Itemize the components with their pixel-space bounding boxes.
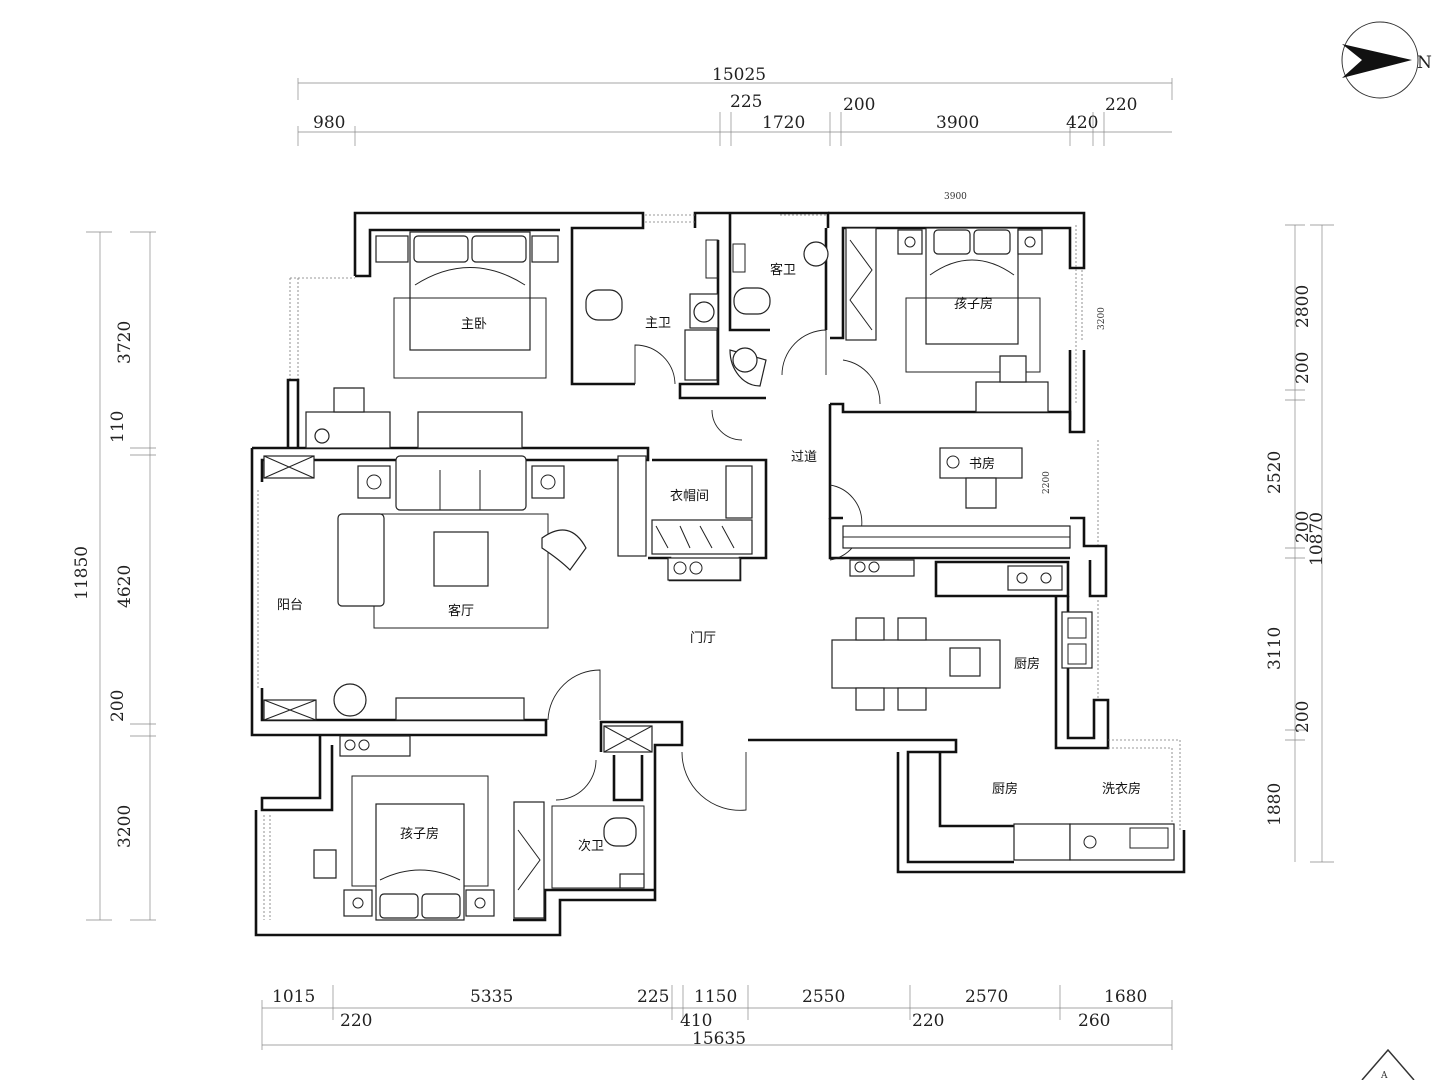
master-bath-fixtures [585, 239, 719, 381]
room-label-foyer: 门厅 [690, 631, 716, 646]
room-label-guest-bath: 客卫 [770, 262, 796, 278]
dim-left-110: 110 [108, 411, 128, 443]
dim-top-3900: 3900 [936, 113, 979, 133]
dim-right-200c: 200 [1293, 701, 1313, 733]
room-label-living-room: 客厅 [448, 603, 474, 619]
master-desk-icon [305, 387, 523, 449]
room-label-master-bath: 主卫 [645, 316, 671, 331]
dim-bottom-225: 225 [637, 987, 669, 1007]
kids-bed-north-icon [845, 227, 1049, 413]
dim-right-1880: 1880 [1265, 783, 1285, 826]
dim-top-980: 980 [313, 113, 345, 133]
north-label: N [1417, 53, 1432, 73]
room-label-study: 书房 [969, 456, 995, 472]
room-label-laundry: 洗衣房 [1102, 781, 1141, 797]
dim-bottom-2570: 2570 [965, 987, 1008, 1007]
dim-bottom-total: 15635 [692, 1029, 746, 1049]
compass-mark-icon: A [1361, 1048, 1415, 1080]
room-label-balcony: 阳台 [277, 598, 303, 613]
dim-left-3200: 3200 [115, 805, 135, 848]
dim-bottom-220a: 220 [340, 1011, 372, 1031]
dim-top-220: 220 [1105, 95, 1137, 115]
cloakroom-cabinets-icon [617, 455, 753, 581]
room-label-master-bedroom: 主卧 [461, 317, 487, 332]
dim-right-2800: 2800 [1293, 285, 1313, 328]
dim-inner-3200: 3200 [1097, 307, 1107, 330]
dim-bottom-1150: 1150 [694, 987, 737, 1007]
room-label-kitchen-island: 厨房 [1014, 656, 1040, 672]
dim-left-11850: 11850 [72, 546, 92, 600]
dim-left-4620: 4620 [115, 565, 135, 608]
dim-bottom-1015: 1015 [272, 987, 315, 1007]
room-label-kitchen: 厨房 [992, 781, 1018, 797]
dim-top-total: 15025 [712, 65, 766, 85]
dim-top-1720: 1720 [762, 113, 805, 133]
dim-right-200a: 200 [1293, 352, 1313, 384]
room-label-cloakroom: 衣帽间 [670, 488, 709, 504]
room-label-kids-room-north: 孩子房 [954, 296, 993, 312]
dim-right-2520: 2520 [1265, 451, 1285, 494]
master-bed-icon [375, 231, 559, 379]
top-dimension-lines [297, 78, 1173, 146]
guest-bath-fixtures [729, 241, 829, 387]
dim-bottom-410: 410 [680, 1011, 712, 1031]
dim-top-200: 200 [843, 95, 875, 115]
dim-bottom-1680: 1680 [1104, 987, 1147, 1007]
dim-right-200b: 200 [1293, 511, 1313, 543]
kitchen-laundry-fixtures [1013, 823, 1175, 861]
dim-right-10870: 10870 [1307, 512, 1327, 566]
doors [547, 329, 881, 811]
dim-inner-2200: 2200 [1042, 471, 1052, 494]
dim-inner-3900: 3900 [944, 192, 967, 202]
room-label-corridor: 过道 [791, 450, 817, 465]
right-dimension-lines [1285, 224, 1334, 863]
north-arrow-icon: N [1341, 21, 1432, 99]
dim-bottom-260: 260 [1078, 1011, 1110, 1031]
living-room-furniture-icon [263, 455, 587, 721]
kids-bed-south-icon [313, 735, 545, 921]
study-desk-icon [842, 447, 1071, 577]
dim-top-420: 420 [1066, 113, 1098, 133]
room-label-kids-room-south: 孩子房 [400, 826, 439, 842]
bottom-dimension-lines [261, 985, 1173, 1050]
dim-top-225: 225 [730, 92, 762, 112]
left-dimension-lines [86, 231, 156, 921]
dim-left-200: 200 [108, 690, 128, 722]
room-label-second-bath: 次卫 [578, 838, 604, 854]
dim-right-3110: 3110 [1265, 627, 1285, 670]
dim-left-3720: 3720 [115, 321, 135, 364]
kitchen-island-icon [831, 565, 1093, 711]
svg-text:A: A [1380, 1071, 1388, 1080]
dim-bottom-220b: 220 [912, 1011, 944, 1031]
second-bath-fixtures [551, 725, 653, 889]
dim-bottom-2550: 2550 [802, 987, 845, 1007]
dim-bottom-5335: 5335 [470, 987, 513, 1007]
